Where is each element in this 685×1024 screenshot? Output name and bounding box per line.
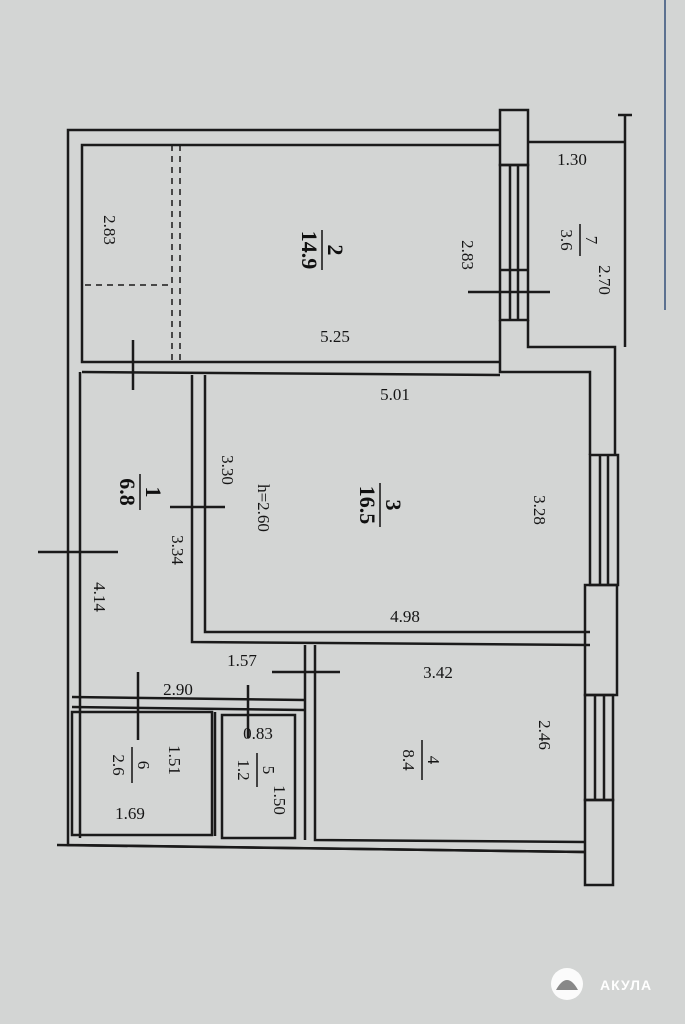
dim-r3-left: 3.30 xyxy=(218,455,237,485)
svg-text:7: 7 xyxy=(582,236,601,245)
svg-text:14.9: 14.9 xyxy=(297,231,322,270)
svg-text:2: 2 xyxy=(323,245,348,256)
dim-r4-top: 3.42 xyxy=(423,663,453,682)
dim-r5-top: 0.83 xyxy=(243,724,273,743)
dim-r7-right: 2.70 xyxy=(595,265,614,295)
watermark-text: АКУЛА xyxy=(600,977,652,993)
svg-text:8.4: 8.4 xyxy=(399,749,418,771)
dim-r2-right: 2.83 xyxy=(458,240,477,270)
dim-r1-left: 4.14 xyxy=(90,582,109,612)
ceiling-height: h=2.60 xyxy=(254,484,273,532)
dim-r7-top: 1.30 xyxy=(557,150,587,169)
dim-r3-right: 3.28 xyxy=(530,495,549,525)
svg-text:6: 6 xyxy=(134,761,153,770)
watermark: АКУЛА xyxy=(551,968,652,1000)
dim-r6-right: 1.51 xyxy=(165,745,184,775)
room-3-label: 3 16.5 xyxy=(355,483,406,527)
room-7-label: 7 3.6 xyxy=(557,224,601,256)
dimension-labels: 2.83 2.83 5.25 1.30 2.70 5.01 3.30 h=2.6… xyxy=(90,150,614,823)
svg-text:3.6: 3.6 xyxy=(557,229,576,250)
dim-r4-right: 2.46 xyxy=(535,720,554,750)
svg-text:6.8: 6.8 xyxy=(115,478,140,506)
dim-r1-bottom: 2.90 xyxy=(163,680,193,699)
svg-text:1: 1 xyxy=(141,487,166,498)
room-4-label: 4 8.4 xyxy=(399,740,443,780)
dim-r1-right: 3.34 xyxy=(168,535,187,565)
svg-text:4: 4 xyxy=(424,756,443,765)
dim-corridor: 1.57 xyxy=(227,651,257,670)
dim-r5-right: 1.50 xyxy=(270,785,289,815)
walls xyxy=(38,0,666,887)
svg-text:16.5: 16.5 xyxy=(355,486,380,525)
dim-r3-top: 5.01 xyxy=(380,385,410,404)
svg-text:3: 3 xyxy=(381,500,406,511)
room-2-label: 2 14.9 xyxy=(297,230,348,270)
dim-r3-bottom: 4.98 xyxy=(390,607,420,626)
room-1-label: 1 6.8 xyxy=(115,474,166,510)
dashed-lines xyxy=(85,145,181,362)
dim-r2-bottom: 5.25 xyxy=(320,327,350,346)
room-6-label: 6 2.6 xyxy=(109,747,153,783)
dim-r6-bottom: 1.69 xyxy=(115,804,145,823)
dim-r2-left: 2.83 xyxy=(100,215,119,245)
svg-text:1.2: 1.2 xyxy=(234,759,253,780)
svg-text:2.6: 2.6 xyxy=(109,754,128,775)
svg-text:5: 5 xyxy=(259,766,278,775)
room-5-label: 5 1.2 xyxy=(234,753,278,787)
